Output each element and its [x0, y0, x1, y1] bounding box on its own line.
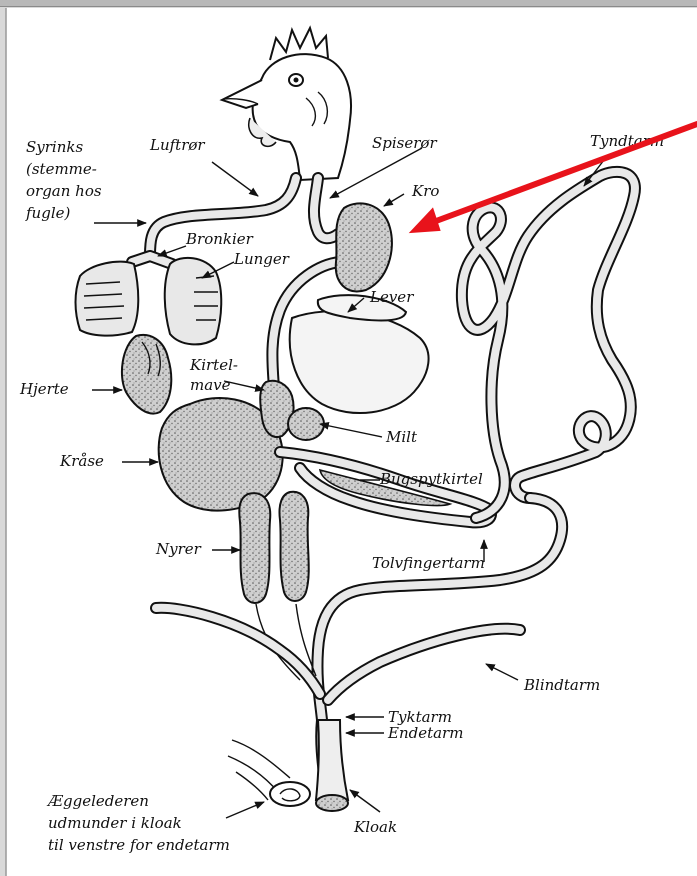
label-aeggelederen-3: til venstre for endetarm — [48, 836, 230, 854]
label-blindtarm: Blindtarm — [523, 676, 600, 694]
kidney-right — [279, 492, 308, 601]
label-spiseror: Spiserør — [372, 134, 437, 152]
right-lung — [165, 258, 222, 345]
label-kloak: Kloak — [353, 818, 397, 836]
label-luftror: Luftrør — [149, 136, 205, 154]
label-nyrer: Nyrer — [155, 540, 202, 558]
kidney-left — [239, 493, 270, 603]
label-endetarm: Endetarm — [387, 724, 463, 742]
left-lung — [76, 262, 139, 336]
label-kro: Kro — [411, 182, 439, 200]
label-milt: Milt — [385, 428, 418, 446]
label-syrinks-1: Syrinks — [26, 138, 83, 156]
label-bronkier: Bronkier — [185, 230, 254, 248]
label-kirtelmave-2: mave — [190, 376, 231, 394]
label-aeggelederen-1: Æggelederen — [46, 792, 149, 810]
label-aeggelederen-2: udmunder i kloak — [48, 814, 182, 832]
label-lever: Lever — [369, 288, 414, 306]
spleen — [288, 408, 324, 440]
label-lunger: Lunger — [233, 250, 290, 268]
label-syrinks-2: (stemme- — [26, 160, 97, 178]
label-kirtelmave-1: Kirtel- — [189, 356, 238, 374]
label-bugspytkirtel: Bugspytkirtel — [379, 470, 483, 488]
label-syrinks-3: organ hos — [26, 182, 102, 200]
label-tolvfingertarm: Tolvfingertarm — [372, 554, 485, 572]
label-syrinks-4: fugle) — [25, 204, 70, 222]
cloaca — [316, 795, 348, 811]
label-kraase: Kråse — [59, 452, 104, 470]
label-hjerte: Hjerte — [19, 380, 69, 398]
